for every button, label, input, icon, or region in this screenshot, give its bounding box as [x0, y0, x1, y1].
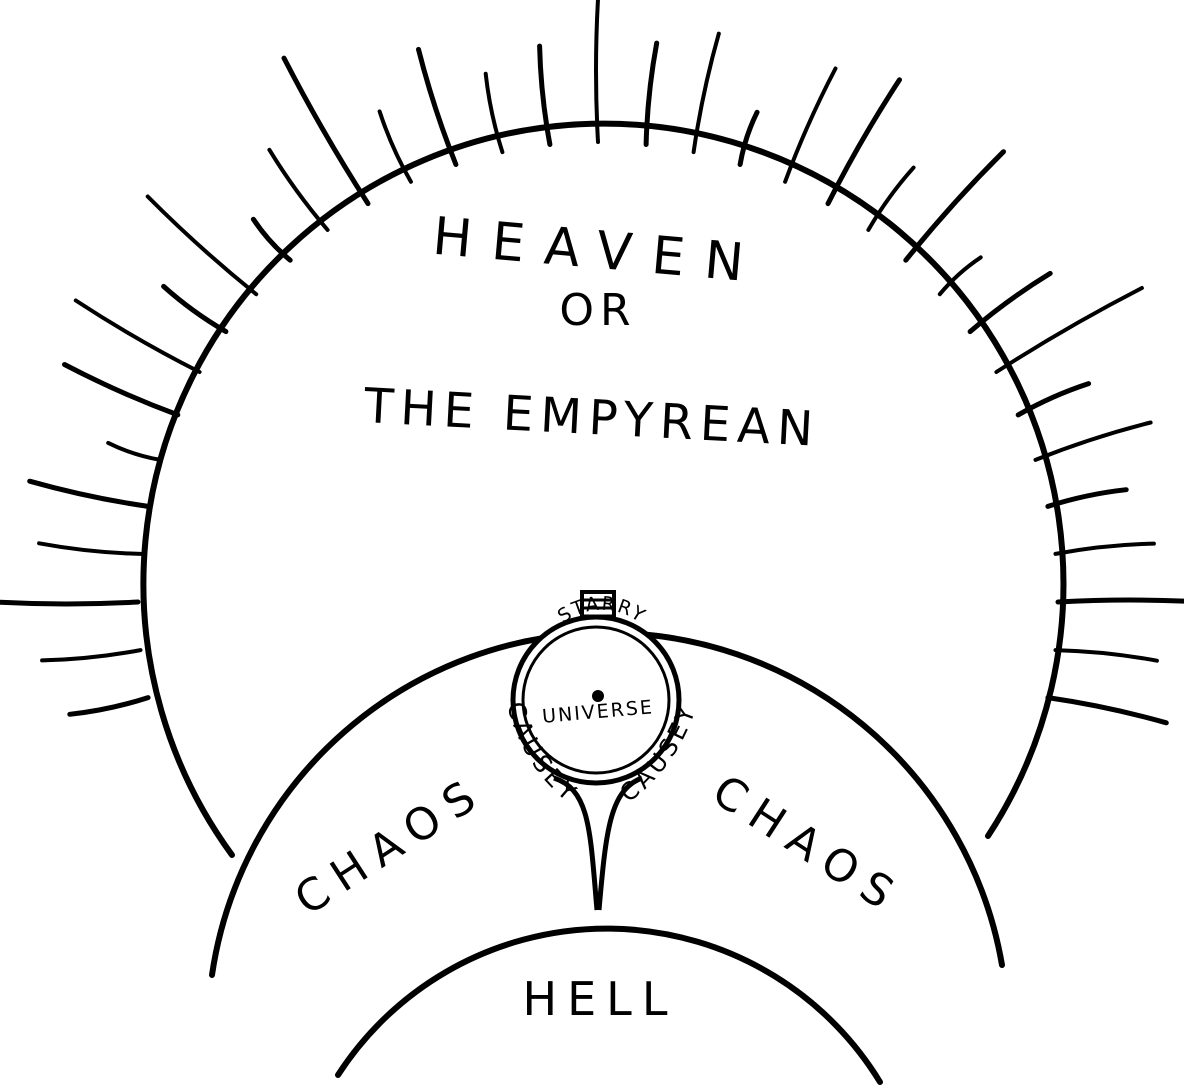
ray [1045, 487, 1129, 509]
ray [106, 440, 163, 462]
empyrean-circle [140, 120, 1067, 858]
ray [0, 599, 141, 607]
ray [250, 216, 293, 263]
heaven-or: OR [559, 285, 636, 336]
ray [73, 298, 202, 374]
ray [783, 66, 838, 184]
starry-universe-globe [510, 614, 682, 786]
ray [37, 541, 143, 556]
ray [537, 43, 553, 147]
ray [62, 362, 181, 418]
ray [67, 695, 151, 717]
ray [1053, 648, 1159, 663]
ray [281, 55, 371, 207]
ray [1045, 695, 1169, 726]
ray [377, 109, 413, 184]
chaos-left-label: CHAOS [286, 765, 495, 925]
earth-dot [592, 690, 604, 702]
ray [866, 165, 916, 232]
ray [691, 31, 721, 155]
ray [483, 71, 505, 155]
ray [27, 478, 151, 509]
ray [1055, 597, 1184, 605]
heaven-title: HEAVEN [430, 207, 765, 296]
ray [737, 109, 760, 167]
ray [161, 283, 229, 335]
ray [967, 270, 1053, 335]
empyrean-title: THE EMPYREAN [362, 378, 822, 458]
ray [40, 648, 143, 663]
ray [937, 255, 983, 297]
hell-label: HELL [523, 972, 678, 1026]
ray [145, 194, 259, 297]
ray [1053, 541, 1156, 556]
ray [1015, 381, 1092, 418]
ray [1033, 420, 1153, 462]
ray [994, 286, 1144, 374]
ray [267, 147, 330, 232]
ray [903, 149, 1006, 263]
causey-bridge [553, 775, 643, 911]
chaos-right-label: CHAOS [703, 765, 912, 925]
hell-arc [335, 925, 883, 1085]
ray [643, 40, 660, 147]
